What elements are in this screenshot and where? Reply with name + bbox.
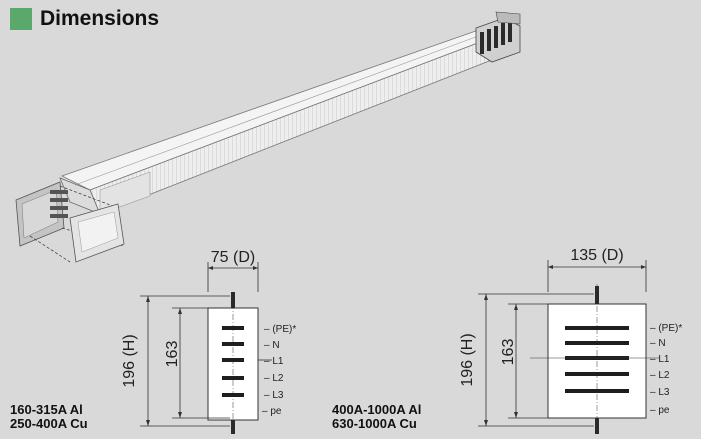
section-marker-icon (10, 8, 32, 30)
large-conductor-n: N (658, 338, 665, 349)
end-cover-left (15, 181, 125, 263)
svg-text:– L3: – L3 (264, 390, 284, 401)
end-connector-right (475, 11, 521, 63)
large-busbar-pe (565, 326, 629, 330)
large-bottom-label: pe (658, 405, 670, 416)
large-width-label: 135 (D) (570, 247, 623, 264)
svg-text:– (PE)*: – (PE)* (264, 324, 296, 335)
small-rating-al: 160-315A Al (10, 402, 83, 417)
large-busbar-n (565, 341, 629, 345)
section-header: Dimensions (10, 7, 159, 31)
small-bottom-label: pe (270, 406, 282, 417)
large-rating-cu: 630-1000A Cu (332, 416, 417, 431)
small-ratings: 160-315A Al 250-400A Cu (10, 403, 88, 431)
small-conductor-l1: L1 (272, 356, 284, 367)
large-busbar-l2 (565, 372, 629, 376)
small-width-label: 75 (D) (211, 249, 255, 266)
busbar-l2 (222, 376, 244, 380)
page-title: Dimensions (40, 7, 160, 30)
svg-text:– N: – N (650, 338, 666, 349)
large-busbar-l3 (565, 389, 629, 393)
small-conductor-n: N (272, 340, 279, 351)
busbar-pe (222, 326, 244, 330)
svg-text:– pe: – pe (650, 405, 670, 416)
svg-text:– N: – N (264, 340, 280, 351)
small-rating-cu: 250-400A Cu (10, 416, 88, 431)
small-cross-section: 75 (D) 196 (H) 163 – (PE)* – N – L1 – L2… (121, 249, 296, 434)
large-conductor-l3: L3 (658, 387, 670, 398)
svg-text:– L2: – L2 (650, 370, 670, 381)
svg-text:– L1: – L1 (264, 356, 284, 367)
large-cross-section: 135 (D) 196 (H) 163 – (PE)* – N – L1 – L… (459, 247, 682, 434)
large-rating-al: 400A-1000A Al (332, 402, 422, 417)
busbar-l3 (222, 393, 244, 397)
large-ratings: 400A-1000A Al 630-1000A Cu (332, 403, 421, 431)
svg-text:– pe: – pe (262, 406, 282, 417)
large-height-label: 196 (H) (459, 333, 476, 386)
large-conductor-l1: L1 (658, 354, 670, 365)
svg-text:– L3: – L3 (650, 387, 670, 398)
svg-text:– (PE)*: – (PE)* (650, 323, 682, 334)
large-conductor-l2: L2 (658, 370, 670, 381)
large-inner-label: 163 (500, 339, 517, 366)
busbar-l1 (222, 358, 244, 362)
small-conductor-l3: L3 (272, 390, 284, 401)
svg-text:– L2: – L2 (264, 373, 284, 384)
small-conductor-l2: L2 (272, 373, 284, 384)
small-conductor-pe: (PE)* (272, 324, 296, 335)
small-height-label: 196 (H) (121, 334, 138, 387)
svg-text:– L1: – L1 (650, 354, 670, 365)
large-conductor-pe: (PE)* (658, 323, 682, 334)
small-inner-label: 163 (164, 341, 181, 368)
busbar-illustration (15, 11, 521, 263)
busbar-n (222, 342, 244, 346)
